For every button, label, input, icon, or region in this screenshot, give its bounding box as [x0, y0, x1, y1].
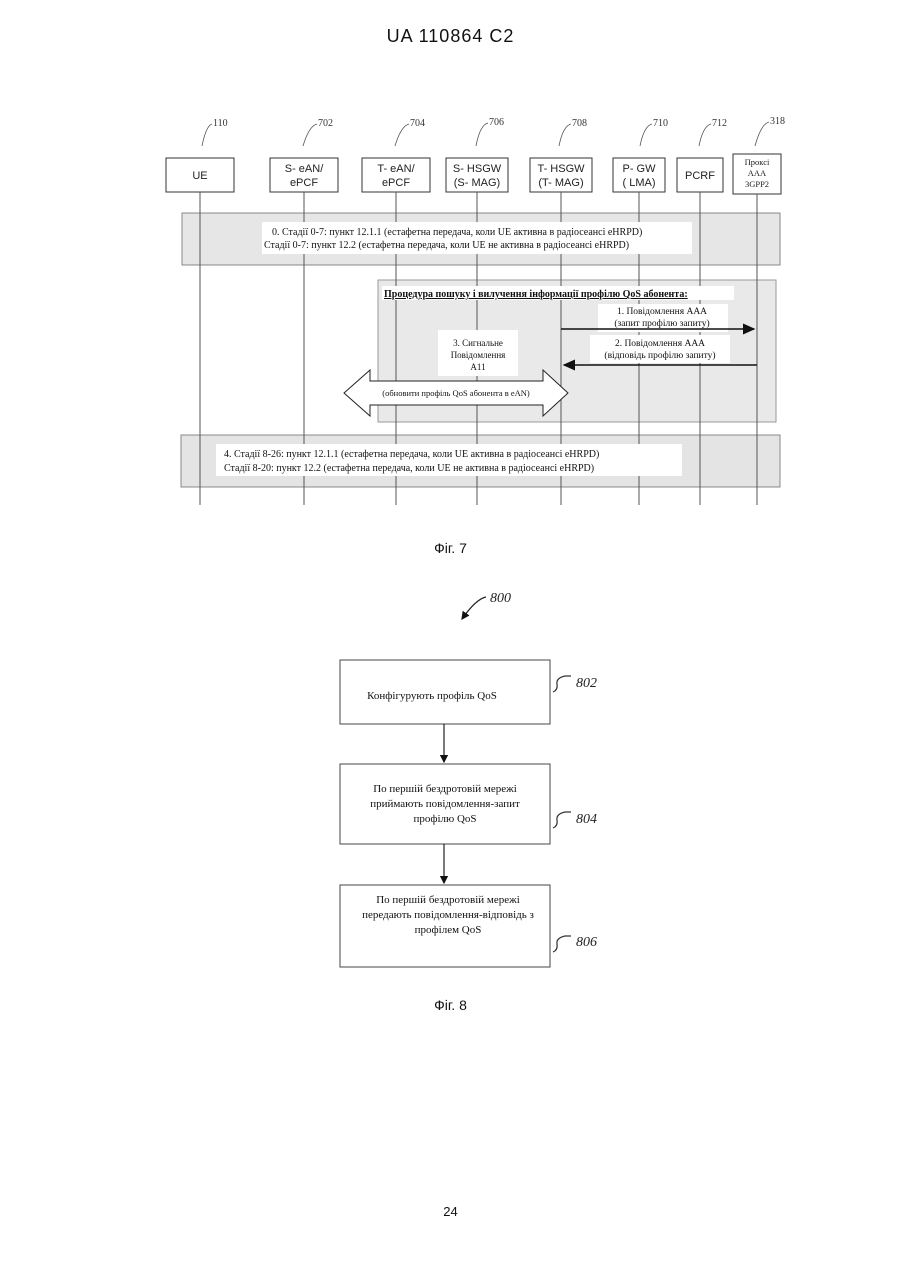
document-header: UA 110864 C2 — [0, 26, 901, 47]
ref-802: 802 — [576, 676, 597, 691]
msg1-label-1: 1. Повідомлення ААА — [617, 307, 707, 317]
entity-label-t-ean-2: ePCF — [382, 177, 410, 189]
ref-leader-806 — [553, 936, 571, 952]
ref-leader-802 — [553, 676, 571, 692]
step-806-text-2: передають повідомлення-відповідь з — [362, 909, 534, 921]
entity-label-s-hsgw-1: S- HSGW — [453, 163, 502, 175]
step-802-text: Конфігурують профіль QoS — [367, 690, 497, 702]
step-804-text-2: приймають повідомлення-запит — [370, 798, 520, 810]
msg2-label-2: (відповідь профілю запиту) — [604, 350, 715, 361]
entity-label-pcrf: PCRF — [685, 170, 715, 182]
step-804-text-1: По першій бездротовій мережі — [373, 783, 517, 795]
update-profile-note: (обновити профіль QoS абонента в eAN) — [382, 388, 530, 398]
stage4-line2: Стадії 8-20: пункт 12.2 (естафетна перед… — [224, 463, 594, 474]
fig7-caption: Фіг. 7 — [0, 540, 901, 556]
entity-label-t-ean-1: T- eAN/ — [377, 163, 415, 175]
entity-label-aaa-1: Проксі — [745, 157, 770, 167]
entity-label-p-gw-2: ( LMA) — [623, 177, 656, 189]
step-806-text-3: профілем QoS — [415, 924, 482, 936]
msg3-label-3: А11 — [470, 362, 485, 372]
stage0-line1: 0. Стадії 0-7: пункт 12.1.1 (естафетна п… — [272, 227, 642, 238]
ref-804: 804 — [576, 812, 597, 827]
fig8-flowchart: 800 Конфігурують профіль QoS По першій б… — [0, 580, 901, 990]
entity-label-s-ean-1: S- eAN/ — [285, 163, 324, 175]
ref-leader-804 — [553, 812, 571, 828]
ref-704: 704 — [410, 118, 425, 129]
step-806-text-1: По першій бездротовій мережі — [376, 894, 520, 906]
stage0-line2: Стадії 0-7: пункт 12.2 (естафетна переда… — [264, 240, 629, 251]
fig7-sequence-diagram: 110 702 704 706 708 710 712 318 UE S- eA… — [0, 110, 901, 520]
msg1-label-2: (запит профілю запиту) — [614, 318, 709, 329]
entity-label-ue: UE — [192, 170, 207, 182]
entity-label-aaa-2: AAA — [748, 168, 767, 178]
msg2-label-1: 2. Повідомлення ААА — [615, 339, 705, 349]
entity-label-aaa-3: 3GPP2 — [745, 179, 769, 189]
page-number: 24 — [0, 1204, 901, 1219]
entity-label-t-hsgw-2: (T- MAG) — [538, 177, 583, 189]
ref-318: 318 — [770, 116, 785, 127]
ref-702: 702 — [318, 118, 333, 129]
procedure-title: Процедура пошуку і вилучення інформації … — [384, 289, 688, 300]
ref-712: 712 — [712, 118, 727, 129]
msg3-label-1: 3. Сигнальне — [453, 338, 503, 348]
ref-708: 708 — [572, 118, 587, 129]
fig8-ref-arrow — [462, 597, 486, 619]
ref-706: 706 — [489, 117, 504, 128]
ref-806: 806 — [576, 935, 597, 950]
fig8-caption: Фіг. 8 — [0, 997, 901, 1013]
entity-label-p-gw-1: P- GW — [623, 163, 657, 175]
step-804-text-3: профілю QoS — [413, 813, 476, 825]
entity-label-s-ean-2: ePCF — [290, 177, 318, 189]
ref-110: 110 — [213, 118, 228, 129]
entity-label-s-hsgw-2: (S- MAG) — [454, 177, 500, 189]
stage4-line1: 4. Стадії 8-26: пункт 12.1.1 (естафетна … — [224, 449, 599, 460]
msg3-label-2: Повідомлення — [451, 350, 506, 360]
ref-710: 710 — [653, 118, 668, 129]
entity-label-t-hsgw-1: T- HSGW — [537, 163, 585, 175]
fig8-ref-800: 800 — [490, 591, 511, 606]
